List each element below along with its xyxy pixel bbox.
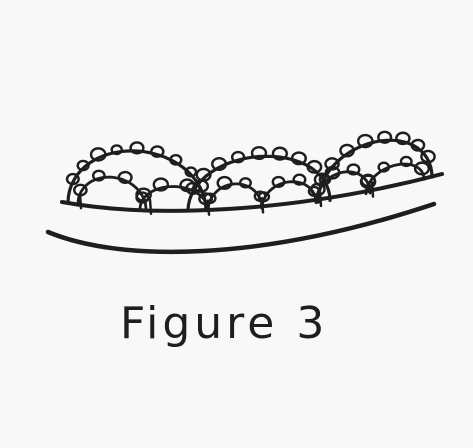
arch-foot-3: [208, 201, 209, 215]
lower-band-curve: [48, 204, 434, 252]
arch-structure: [67, 132, 435, 215]
arch-foot-6: [372, 183, 373, 197]
arch-foot-4: [262, 198, 263, 212]
arch-foot-2: [150, 200, 151, 214]
arch-foot-5: [320, 192, 321, 206]
arch-foot-1: [80, 194, 81, 208]
figure-caption: Figure 3: [120, 298, 328, 349]
